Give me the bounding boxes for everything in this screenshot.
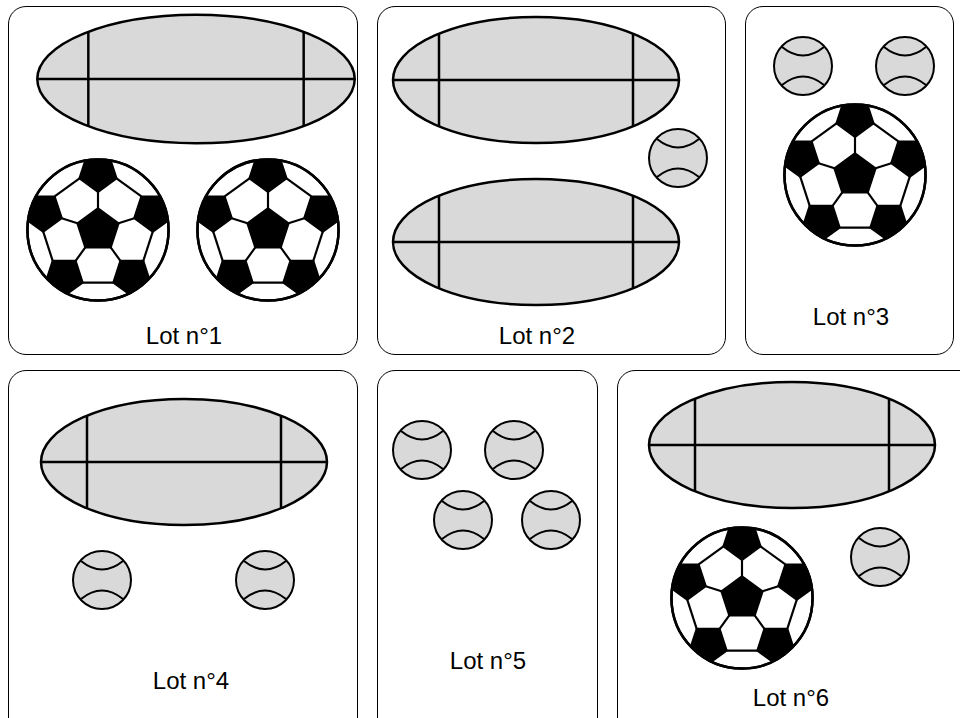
tennis-ball bbox=[236, 551, 294, 609]
lot-label: Lot n°5 bbox=[450, 647, 526, 675]
tennis-ball bbox=[649, 129, 707, 187]
tennis-ball bbox=[876, 37, 934, 95]
soccer-ball bbox=[20, 157, 181, 315]
tennis-ball bbox=[485, 421, 543, 479]
tennis-ball bbox=[851, 528, 909, 586]
lot-box: Lot n°1 bbox=[8, 6, 358, 355]
lot-label: Lot n°3 bbox=[813, 303, 889, 331]
soccer-ball bbox=[190, 157, 351, 315]
soccer-ball bbox=[664, 525, 825, 683]
lot-box: Lot n°6 bbox=[617, 370, 960, 718]
rugby-ball bbox=[393, 179, 679, 305]
lot-label: Lot n°2 bbox=[499, 322, 575, 350]
rugby-ball bbox=[41, 399, 327, 525]
soccer-ball bbox=[777, 102, 938, 260]
lot-box: Lot n°4 bbox=[8, 370, 358, 718]
lot-label: Lot n°4 bbox=[153, 667, 229, 695]
lot-box: Lot n°5 bbox=[377, 370, 598, 718]
tennis-ball bbox=[73, 551, 131, 609]
tennis-ball bbox=[522, 491, 580, 549]
rugby-ball bbox=[37, 15, 354, 144]
tennis-ball bbox=[393, 421, 451, 479]
tennis-ball bbox=[774, 37, 832, 95]
lot-box: Lot n°3 bbox=[745, 6, 954, 355]
lot-label: Lot n°6 bbox=[753, 684, 829, 712]
tennis-ball bbox=[434, 491, 492, 549]
lot-box: Lot n°2 bbox=[377, 6, 726, 355]
rugby-ball bbox=[393, 17, 679, 143]
lot-label: Lot n°1 bbox=[146, 322, 222, 350]
rugby-ball bbox=[649, 382, 935, 508]
